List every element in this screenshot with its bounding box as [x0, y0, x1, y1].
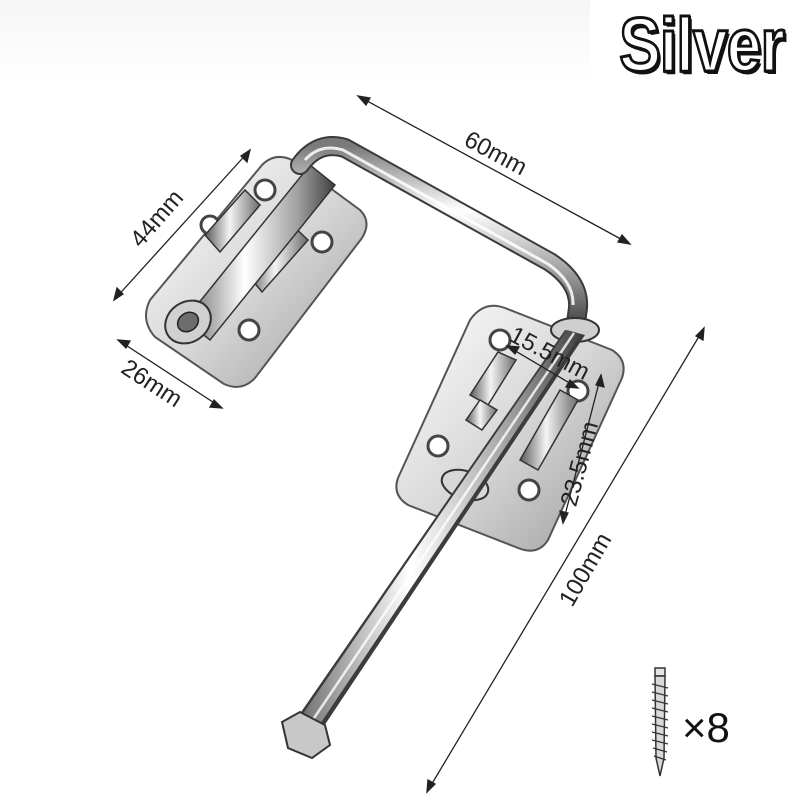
background-fade [0, 0, 590, 84]
screw-quantity-label: ×8 [682, 704, 730, 751]
left-mounting-plate [145, 155, 368, 388]
bent-bar [290, 136, 589, 340]
dimension-lines [112, 95, 705, 794]
bolt-rod [280, 330, 585, 760]
color-title: Silver [618, 3, 786, 88]
screw-icon [651, 667, 669, 777]
